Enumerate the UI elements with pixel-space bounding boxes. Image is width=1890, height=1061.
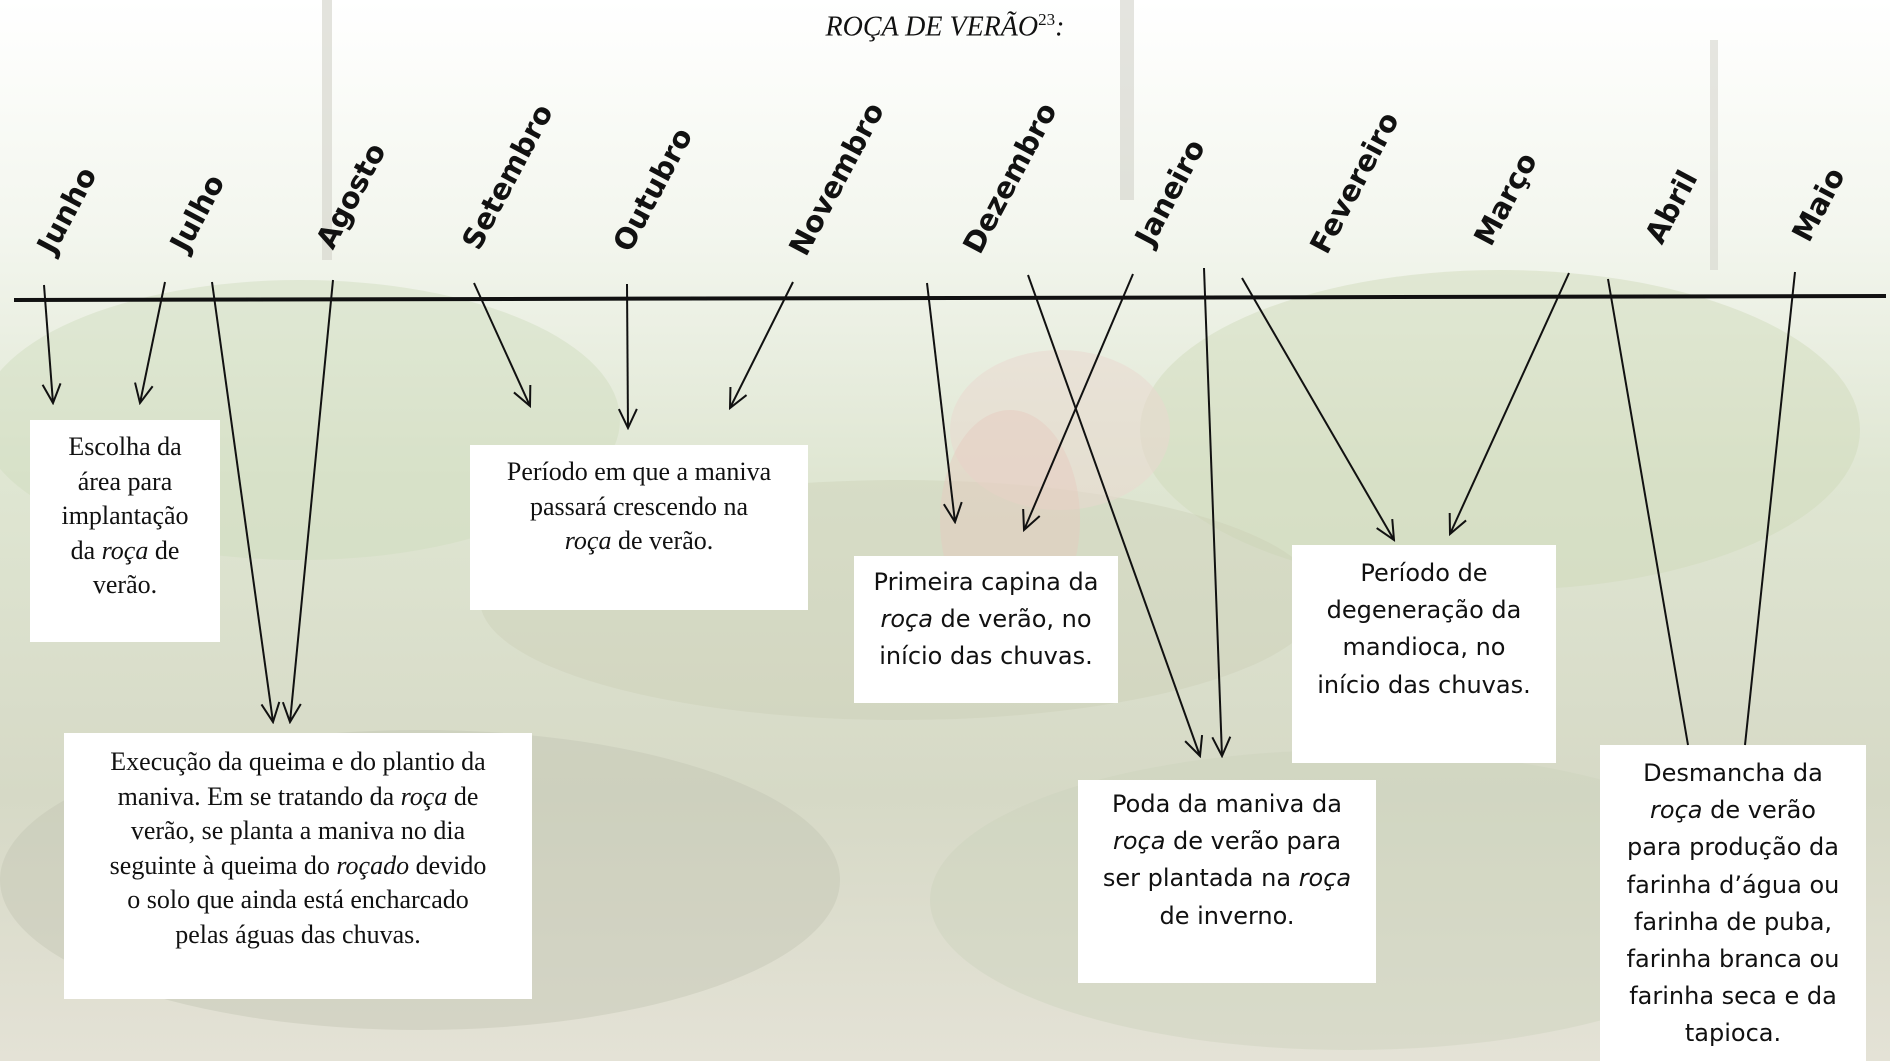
desmancha-italic: roça: [1650, 796, 1703, 825]
desmancha-line: farinha seca e da: [1629, 982, 1837, 1011]
crescendo-text: de verão.: [611, 526, 714, 556]
poda-line: de inverno.: [1159, 901, 1295, 930]
arrow-abril-desmancha: [1607, 278, 1689, 746]
poda-line: ser plantada na roça: [1078, 860, 1376, 897]
diagram-title: ROÇA DE VERÃO23:: [0, 10, 1890, 43]
poda-line: roça de verão para: [1078, 823, 1376, 860]
desmancha-text: de verão: [1702, 796, 1816, 825]
escolha-line: da roça de: [30, 534, 220, 569]
box-escolha-area: Escolha da área para implantação da roça…: [30, 420, 220, 642]
arrow-janeiro-capina: [1024, 273, 1134, 530]
escolha-italic: roça: [101, 535, 149, 565]
crescendo-italic: roça: [564, 526, 612, 556]
title-footnote: 23: [1038, 10, 1056, 29]
box-degeneracao: Período de degeneração da mandioca, no i…: [1292, 545, 1556, 763]
execucao-italic: roçado: [336, 850, 410, 880]
capina-line: início das chuvas.: [879, 642, 1093, 671]
arrow-junho-escolha: [44, 284, 53, 403]
arrow-setembro-crescendo: [473, 282, 530, 406]
execucao-italic: roça: [400, 781, 448, 811]
desmancha-line: tapioca.: [1684, 1019, 1782, 1048]
box-execucao-queima: Execução da queima e do plantio da maniv…: [64, 733, 532, 999]
execucao-line: maniva. Em se tratando da roça de: [64, 780, 532, 815]
capina-text: de verão, no: [932, 605, 1092, 634]
crescendo-line: Período em que a maniva: [506, 457, 772, 486]
execucao-text: seguinte à queima do: [109, 850, 337, 880]
execucao-text: devido: [409, 850, 487, 880]
desmancha-line: para produção da: [1626, 833, 1839, 862]
arrow-fevereiro-degeneracao: [1241, 277, 1394, 540]
escolha-line: Escolha da: [68, 432, 182, 461]
arrow-julho-escolha: [140, 281, 166, 403]
execucao-line: verão, se planta a maniva no dia: [130, 816, 466, 846]
capina-italic: roça: [880, 605, 933, 634]
arrow-janeiro-poda: [1203, 267, 1222, 756]
crescendo-line: roça de verão.: [470, 524, 808, 559]
box-poda-maniva: Poda da maniva da roça de verão para ser…: [1078, 780, 1376, 983]
poda-line: Poda da maniva da: [1112, 790, 1342, 818]
arrow-dezembro-poda: [1027, 274, 1200, 756]
arrow-marco-degeneracao: [1450, 272, 1570, 534]
degeneracao-line: início das chuvas.: [1317, 670, 1531, 699]
capina-line: roça de verão, no: [854, 601, 1118, 638]
box-periodo-crescendo: Período em que a maniva passará crescend…: [470, 445, 808, 610]
execucao-line: Execução da queima e do plantio da: [110, 747, 486, 776]
desmancha-line: farinha de puba,: [1633, 907, 1833, 936]
capina-line: Primeira capina da: [873, 568, 1099, 596]
execucao-line: o solo que ainda está encharcado: [127, 885, 469, 915]
escolha-text: de: [148, 535, 180, 565]
execucao-text: de: [447, 781, 479, 811]
desmancha-line: farinha d’água ou: [1626, 870, 1840, 899]
arrow-agosto-execucao: [290, 279, 334, 722]
crescendo-line: passará crescendo na: [530, 491, 748, 521]
escolha-text: da: [70, 535, 102, 565]
poda-text: ser plantada na: [1102, 864, 1299, 893]
execucao-line: pelas águas das chuvas.: [175, 919, 421, 949]
arrow-novembro-crescendo: [730, 281, 794, 408]
escolha-line: área para: [77, 466, 173, 496]
poda-italic: roça: [1298, 864, 1352, 893]
title-text: ROÇA DE VERÃO: [825, 11, 1039, 43]
degeneracao-line: mandioca, no: [1342, 633, 1506, 662]
degeneracao-line: degeneração da: [1326, 596, 1522, 625]
poda-italic: roça: [1112, 827, 1166, 856]
escolha-line: implantação: [61, 501, 189, 531]
degeneracao-line: Período de: [1360, 559, 1488, 587]
execucao-text: maniva. Em se tratando da: [117, 781, 401, 811]
arrow-dezembro-capina: [926, 282, 955, 522]
desmancha-line: farinha branca ou: [1626, 944, 1840, 973]
escolha-line: verão.: [92, 570, 158, 600]
box-primeira-capina: Primeira capina da roça de verão, no iní…: [854, 556, 1118, 703]
desmancha-line: roça de verão: [1600, 792, 1866, 829]
title-suffix: :: [1055, 11, 1065, 43]
execucao-line: seguinte à queima do roçado devido: [64, 849, 532, 884]
arrow-julho-execucao: [211, 281, 273, 722]
arrow-outubro-crescendo: [627, 283, 628, 428]
poda-text: de verão para: [1165, 827, 1342, 856]
arrow-maio-desmancha: [1744, 271, 1796, 746]
box-desmancha: Desmancha da roça de verão para produção…: [1600, 745, 1866, 1061]
desmancha-line: Desmancha da: [1643, 759, 1823, 787]
